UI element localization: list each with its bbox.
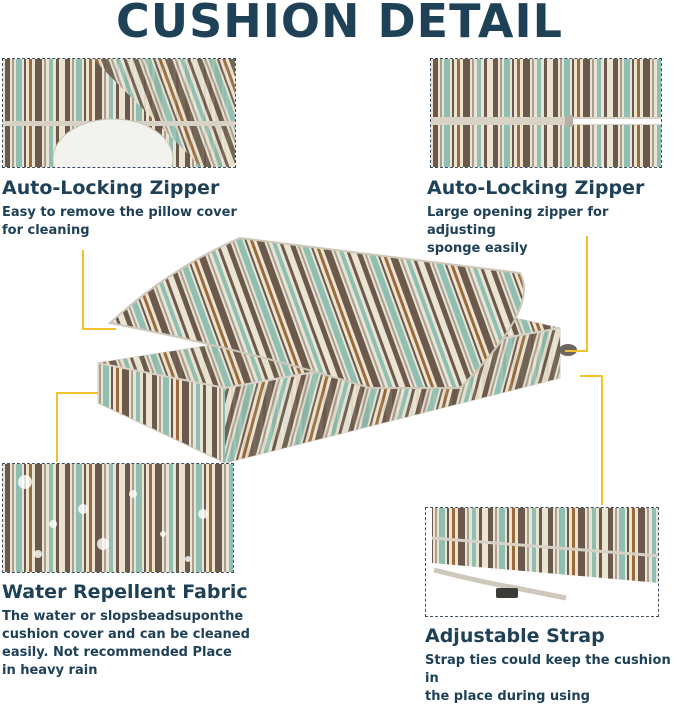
- connector-line: [586, 236, 588, 351]
- pillow-zipper-photo: [2, 58, 236, 168]
- feature-description-seat-zipper: Large opening zipper for adjusting spong…: [427, 204, 679, 258]
- desc-line: for cleaning: [2, 223, 90, 238]
- feature-description-water-repellent: The water or slopsbeadsuponthe cushion c…: [2, 608, 262, 680]
- connector-line: [601, 375, 603, 505]
- desc-line: cushion cover and can be cleaned: [2, 627, 250, 642]
- connector-line: [82, 250, 84, 330]
- feature-description-pillow-zipper: Easy to remove the pillow cover for clea…: [2, 204, 262, 240]
- desc-line: the place during using: [425, 689, 590, 704]
- connector-line: [565, 350, 588, 352]
- feature-heading-adjustable-strap: Adjustable Strap: [425, 625, 605, 647]
- desc-line: Easy to remove the pillow cover: [2, 205, 237, 220]
- seat-zipper-photo: [430, 58, 662, 168]
- desc-line: sponge easily: [427, 241, 528, 256]
- connector-line: [56, 392, 98, 394]
- connector-line: [82, 328, 116, 330]
- connector-line: [56, 392, 58, 462]
- desc-line: The water or slopsbeadsuponthe: [2, 609, 244, 624]
- feature-description-adjustable-strap: Strap ties could keep the cushion in the…: [425, 652, 679, 706]
- adjustable-strap-photo: [425, 507, 659, 617]
- feature-heading-water-repellent: Water Repellent Fabric: [2, 581, 248, 603]
- desc-line: Large opening zipper for adjusting: [427, 205, 609, 238]
- connector-line: [580, 375, 603, 377]
- cushion-set-photo: [90, 228, 590, 518]
- page-title: CUSHION DETAIL: [116, 0, 563, 48]
- water-repellent-photo: [2, 463, 234, 573]
- desc-line: easily. Not recommended Place: [2, 645, 232, 660]
- feature-heading-seat-zipper: Auto-Locking Zipper: [427, 177, 645, 199]
- desc-line: in heavy rain: [2, 663, 98, 678]
- feature-heading-pillow-zipper: Auto-Locking Zipper: [2, 177, 220, 199]
- desc-line: Strap ties could keep the cushion in: [425, 653, 671, 686]
